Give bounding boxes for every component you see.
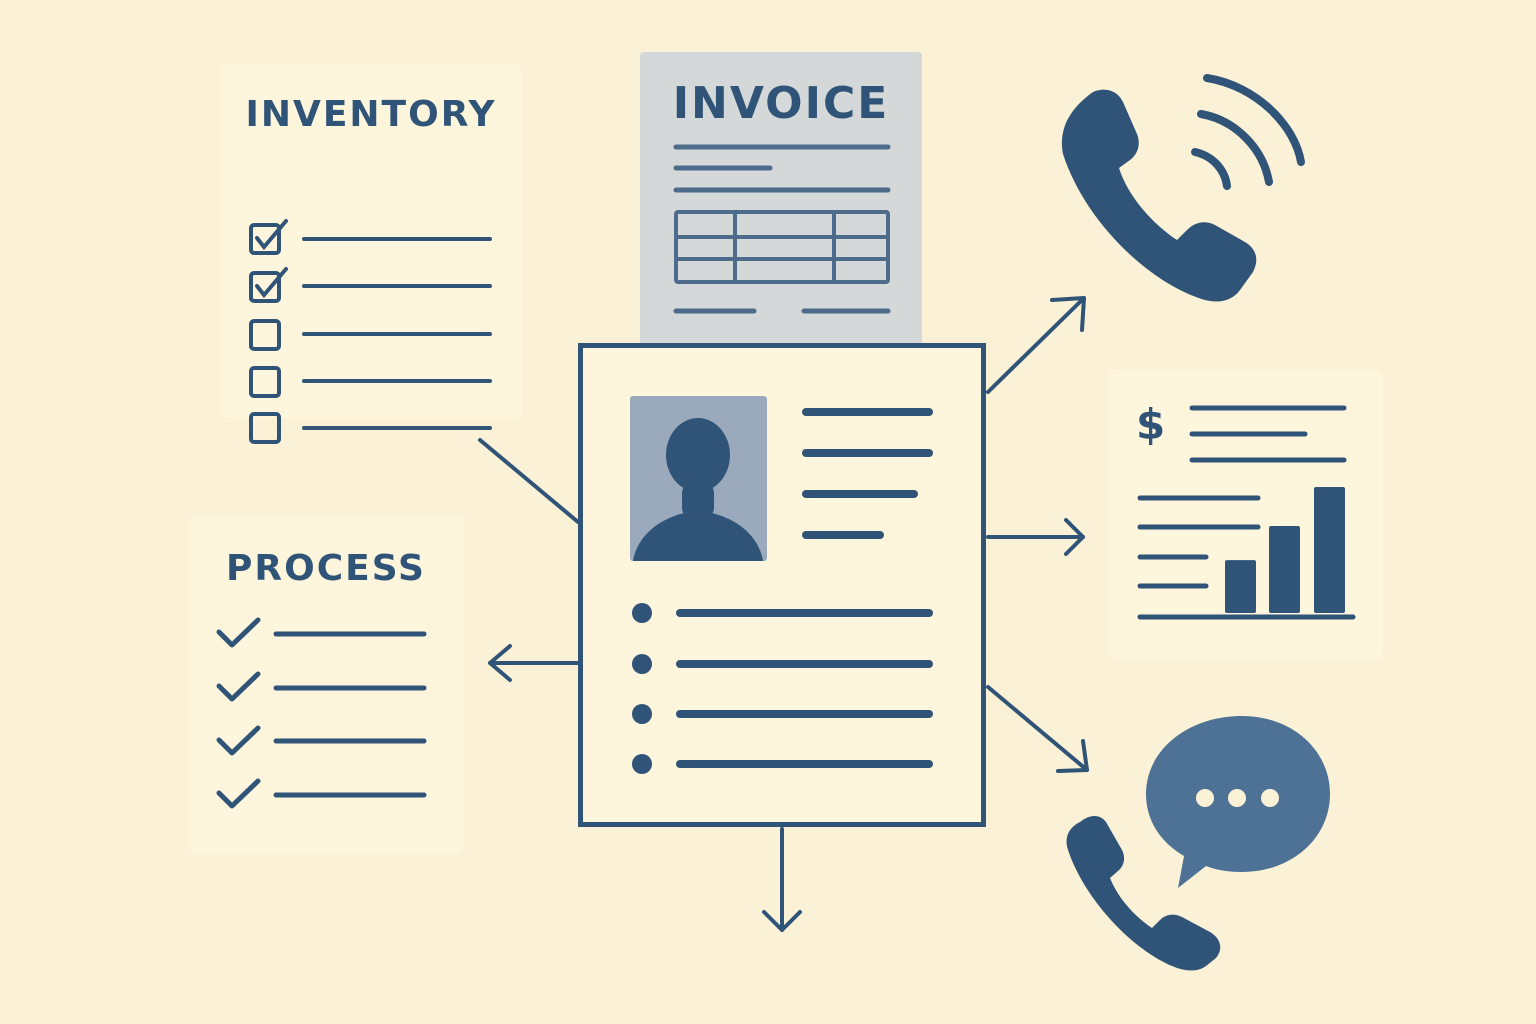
arrow-to-finance [986,518,1085,556]
checkbox-icon [249,223,281,255]
inventory-checklist [249,219,492,444]
invoice-card: INVOICE [640,52,922,352]
chat-bubble-icon [1146,716,1330,888]
checkmark-icon [216,671,261,702]
arrow-down [762,827,802,932]
arrow-to-phone [986,296,1086,394]
inventory-item-5 [249,412,492,444]
checkmark-icon [216,617,261,648]
inventory-item-2 [249,267,492,303]
profile-body [630,396,933,774]
finance-card: $ [1108,370,1383,660]
bullet-points [632,603,652,774]
phone-icon [1066,816,1221,971]
checkmark-icon [216,778,261,809]
process-title: PROCESS [226,548,426,589]
checkbox-icon [249,412,281,444]
inventory-item-4 [249,366,492,398]
checkmark-icon [216,725,261,756]
checkbox-icon [249,366,281,398]
process-card: PROCESS [188,516,464,853]
invoice-table [674,210,890,284]
checkmark-icon [255,267,288,299]
process-checklist [216,617,427,809]
connector-inventory [478,438,580,524]
inventory-item-3 [249,319,492,351]
process-item-2 [216,671,427,702]
inventory-item-1 [249,219,492,255]
finance-bar [1269,526,1300,613]
checkbox-icon [249,319,281,351]
arrow-to-process [488,644,580,682]
finance-bar [1314,487,1345,613]
inventory-title: INVENTORY [245,94,497,135]
finance-body [1137,405,1356,620]
process-item-4 [216,778,427,809]
checkbox-icon [249,271,281,303]
bar-chart-icon [1225,487,1345,613]
dollar-icon: $ [1136,400,1166,449]
invoice-body [673,144,891,314]
person-silhouette-icon [633,418,763,561]
arrow-to-chat [986,685,1089,773]
process-item-3 [216,725,427,756]
phone-signal-icon [1061,74,1305,302]
profile-document [578,343,986,827]
finance-bar [1225,560,1256,613]
invoice-title: INVOICE [672,78,890,129]
process-item-1 [216,617,427,648]
phone-icon [1061,89,1257,302]
inventory-card: INVENTORY [220,64,522,444]
chat-phone-icon [1066,716,1330,971]
checkmark-icon [255,219,288,251]
